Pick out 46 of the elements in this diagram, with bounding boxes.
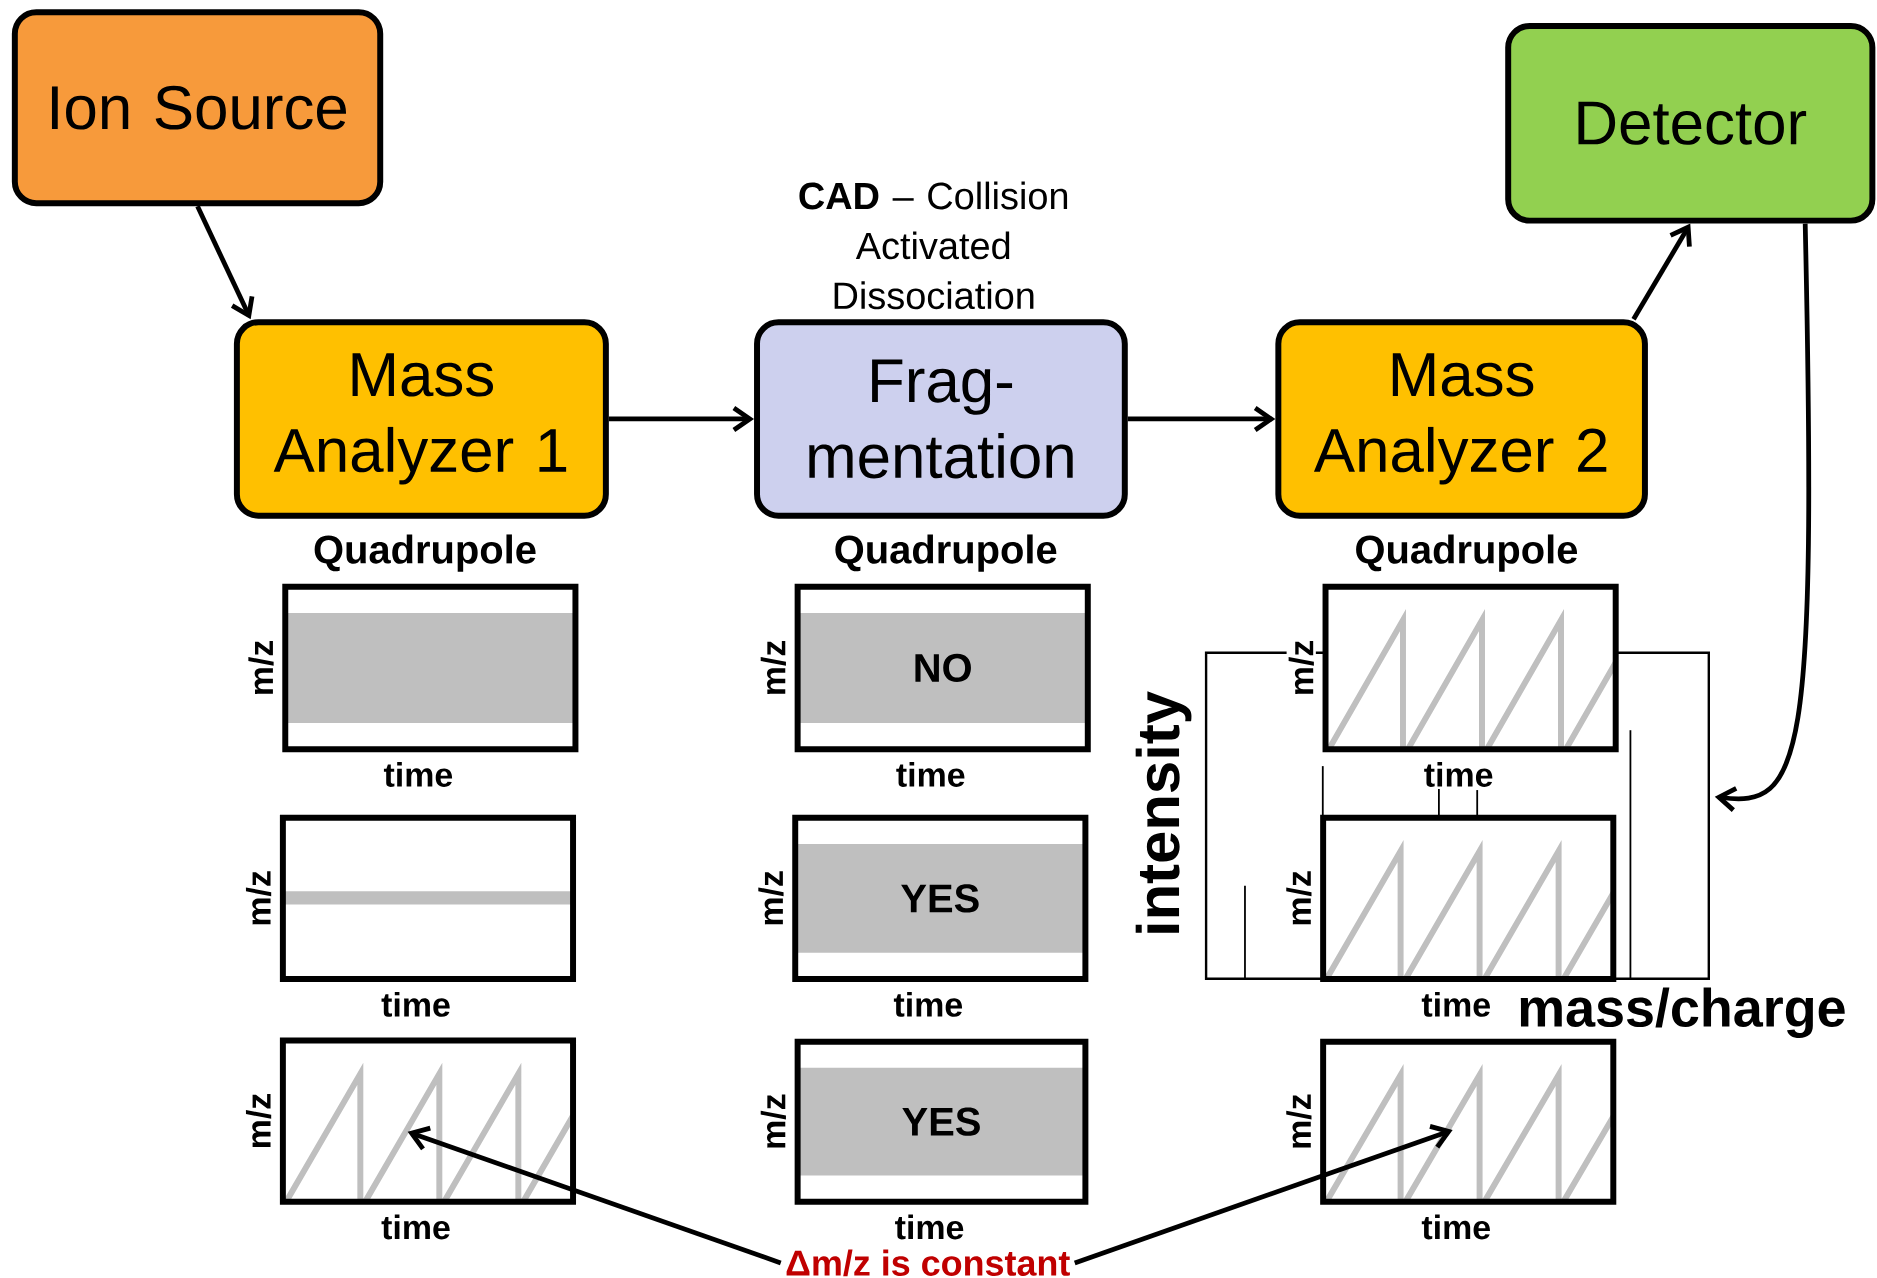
chart-panel [1320,1038,1617,1205]
axis-label: time [381,759,456,789]
axis-label: time [893,759,968,789]
chart-panel: YES [794,1038,1089,1205]
process-box: Mass Analyzer 1 [233,319,609,519]
axis-label: m/z [758,1091,788,1152]
axis-label: time [891,989,966,1019]
chart-panel [279,814,577,982]
arrow [195,205,255,320]
chart-panel [1322,583,1619,752]
analyzer-type-label: Quadrupole [314,534,536,572]
analyzer-type-label: Quadrupole [835,534,1057,572]
axis-label: time [379,1212,453,1242]
axis-title: intensity [1135,691,1192,933]
arrow [1073,1123,1453,1265]
axis-label: time [379,989,453,1019]
axis-label: m/z [1284,867,1314,929]
analyzer-type-label: Quadrupole [1356,534,1578,572]
note-text: Δm/z is constant [786,1249,1070,1277]
arrow [1631,223,1692,321]
axis-label: time [892,1212,967,1242]
axis-label: m/z [1286,637,1316,698]
chart-panel: YES [792,814,1089,982]
chart-panel [1320,814,1617,982]
process-box: Mass Analyzer 2 [1275,319,1648,519]
axis-label: m/z [1284,1091,1314,1152]
process-box: Frag- mentation [754,319,1128,519]
axis-title: mass/charge [1520,987,1845,1038]
axis-label: m/z [243,1090,274,1152]
process-box: Ion Source [11,9,384,207]
arrow [608,405,755,432]
chart-panel [279,1037,577,1205]
chart-panel [282,583,579,752]
axis-label: m/z [246,637,276,698]
axis-label: time [1419,989,1494,1019]
axis-label: m/z [756,867,786,929]
axis-label: m/z [243,867,274,929]
arrow [1714,223,1812,812]
process-box: Detector [1505,22,1876,224]
axis-label: time [1421,759,1496,789]
arrow [1127,405,1276,432]
arrow [407,1125,782,1265]
chart-panel: NO [794,583,1091,752]
axis-label: time [1419,1212,1494,1242]
axis-label: m/z [758,637,788,698]
annotation-text: CAD – Collision Activated Dissociation [799,181,1068,309]
